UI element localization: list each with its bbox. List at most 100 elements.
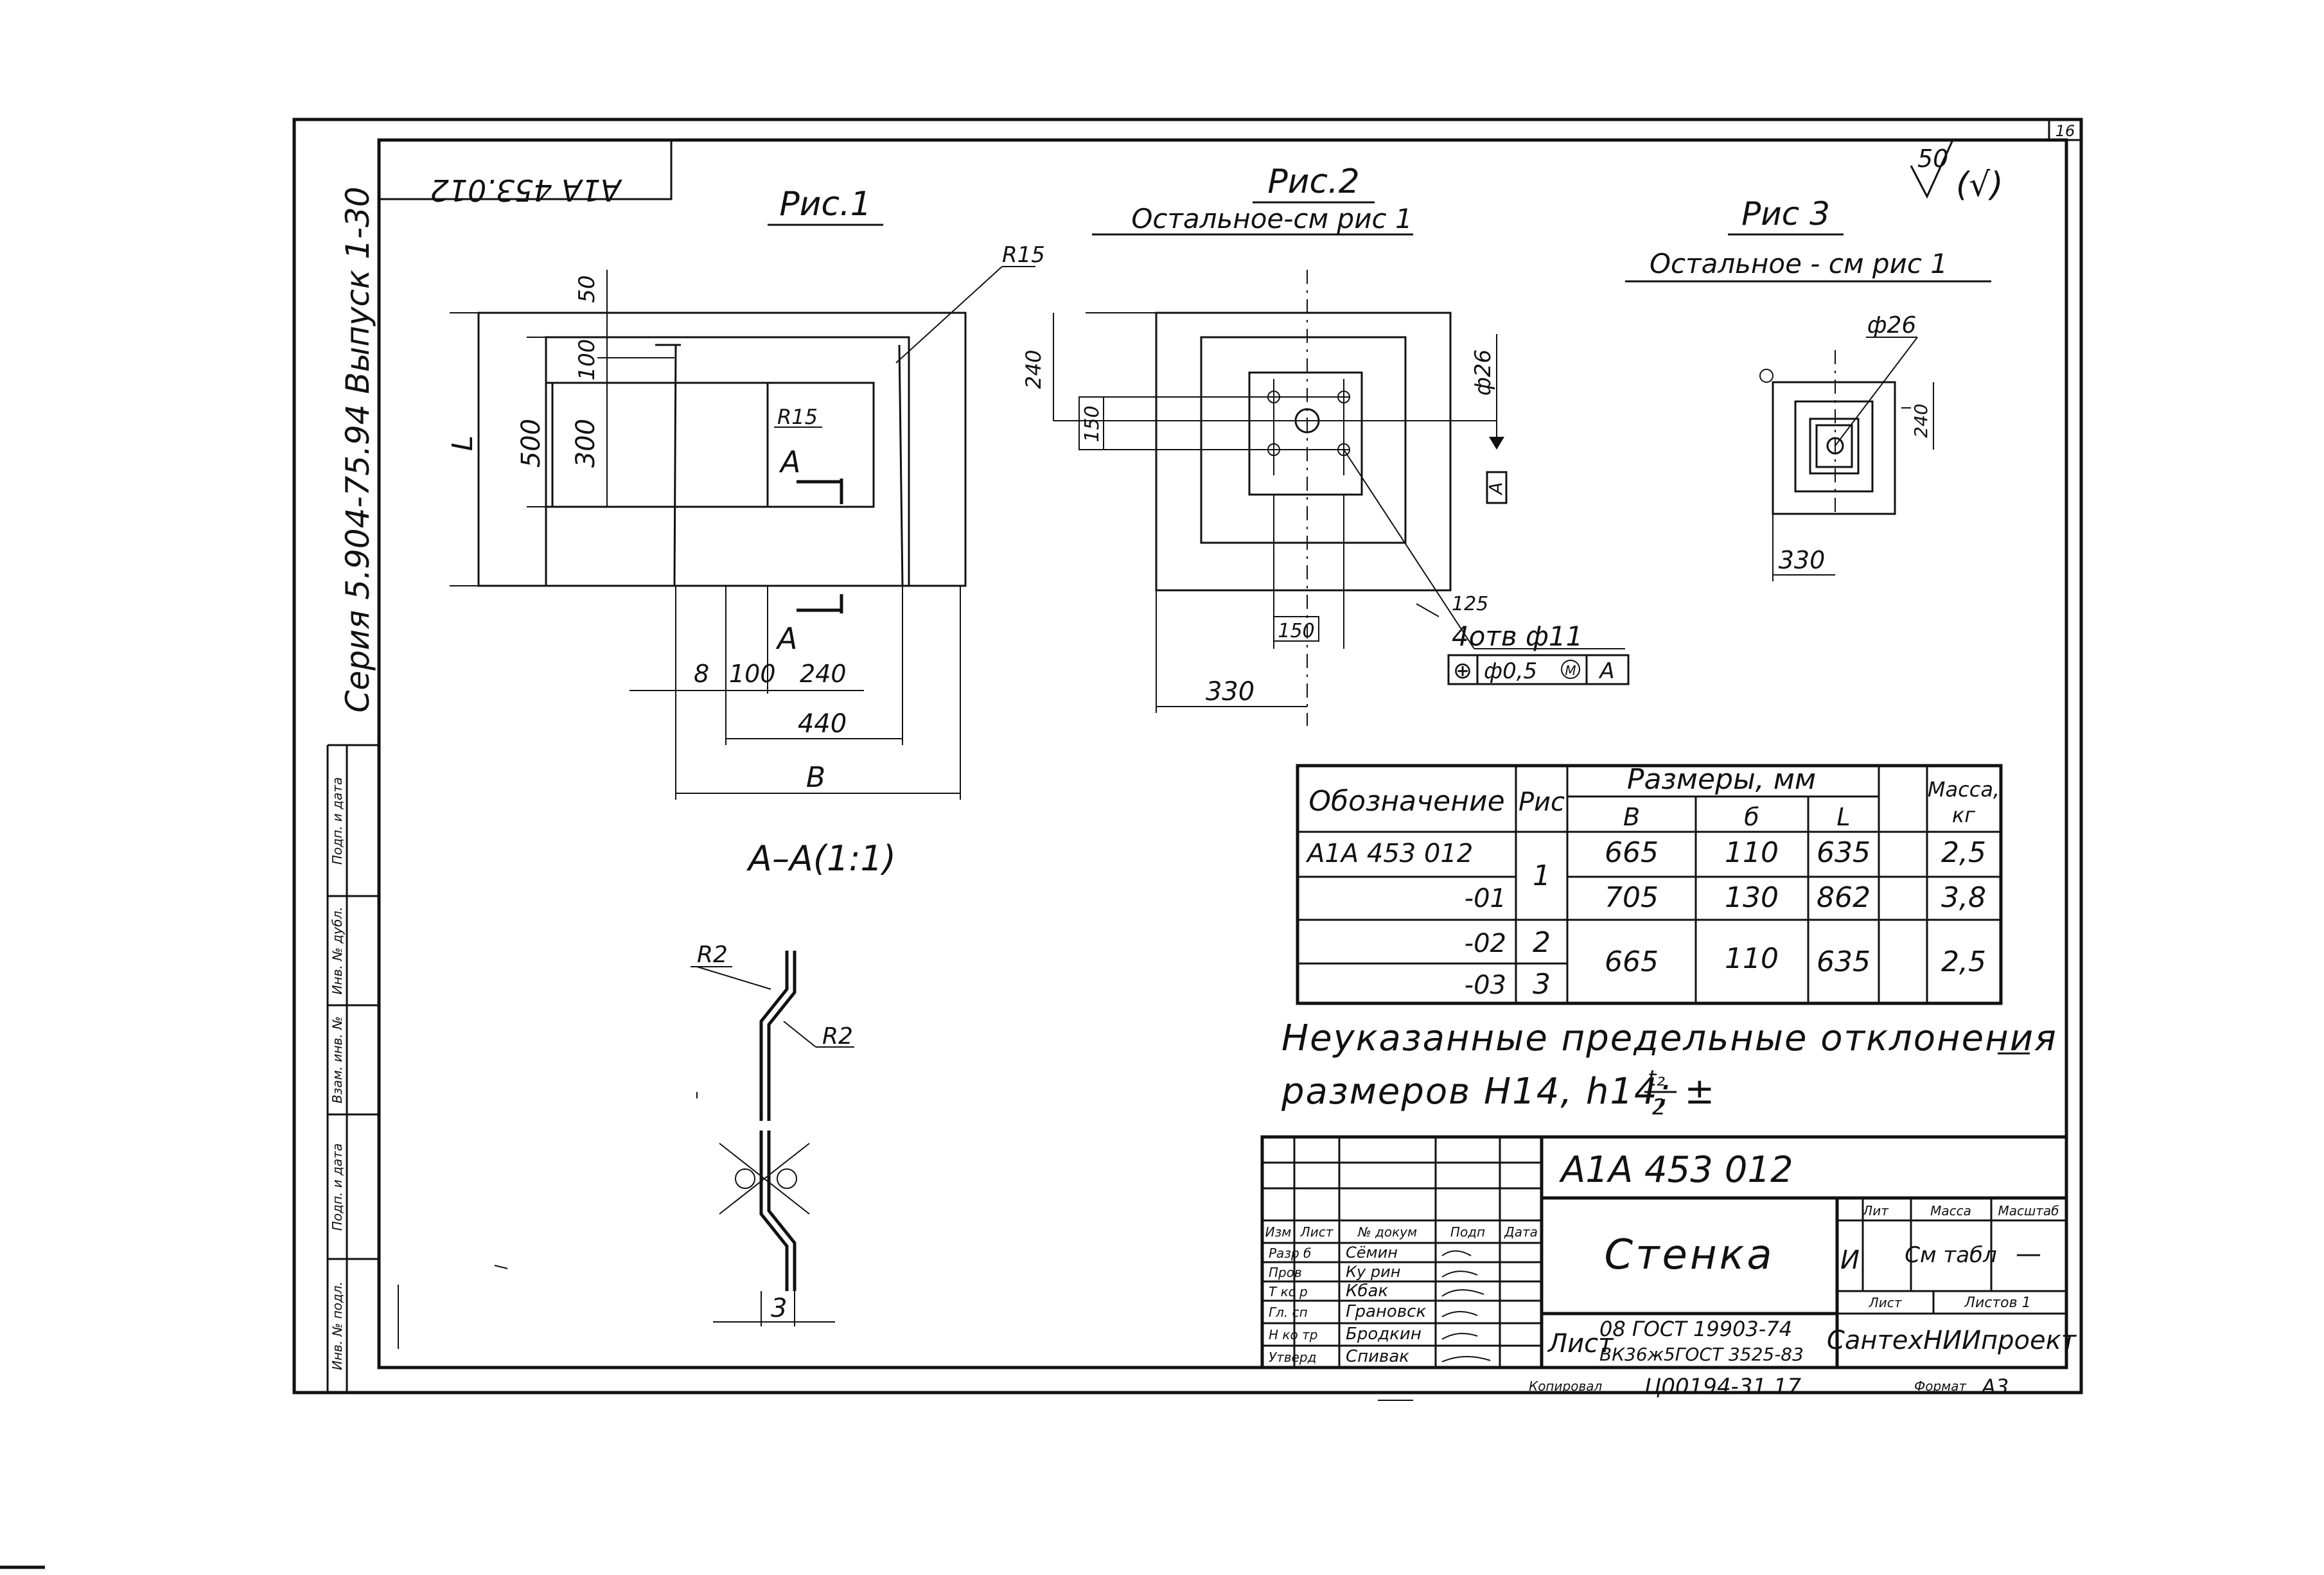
fig1-r15-outer: R15	[1002, 242, 1045, 268]
tb-name-4: Бродкин	[1346, 1324, 1422, 1344]
table-row-1-B: 705	[1605, 881, 1659, 914]
sheet-frame: 16	[292, 118, 2083, 1395]
fig2-holes: 4отв ф11	[1452, 620, 1583, 652]
surface-finish-icon	[1910, 139, 1954, 199]
table-header-mass-unit: кг	[1952, 803, 1975, 827]
tb-scale-label: Масштаб	[1998, 1203, 2059, 1219]
table-header-L: L	[1836, 803, 1850, 831]
fig2-tol-symbol: ⊕	[1453, 658, 1472, 684]
fig1-dim-8: 8	[694, 660, 709, 688]
tb-organization: СантехНИИпроект	[1827, 1326, 2077, 1355]
fig2: Рис.2 Остальное-см рис 1 240 150 ф26 A	[1021, 163, 1630, 726]
table-row-0-B: 665	[1605, 836, 1659, 869]
table-row-1-L: 862	[1817, 881, 1871, 914]
title-block: Изм Лист № докум Подп Дата Разр б Пров Т…	[1260, 1135, 2077, 1369]
tb-col-izm: Изм	[1265, 1224, 1292, 1240]
note-frac-den: 2	[1652, 1095, 1666, 1120]
tb-role-1: Пров	[1269, 1265, 1302, 1280]
tb-role-4: Н ко тр	[1269, 1327, 1317, 1342]
fig1: Рис.1 L 500 300 100 50 R15	[446, 185, 1045, 800]
tolerance-note: Неуказанные предельные отклонения размер…	[1281, 1017, 2057, 1120]
table-row-1-b: 130	[1725, 881, 1779, 914]
fig2-dim-150h: 150	[1278, 620, 1314, 642]
table-row-1-mass: 3,8	[1941, 881, 1986, 914]
table-row-0-designation: А1А 453 012	[1305, 839, 1473, 868]
fig3-subtitle: Остальное - см рис 1	[1650, 248, 1948, 279]
table-row-0-mass: 2,5	[1941, 836, 1986, 869]
fig3: Рис 3 Остальное - см рис 1 ф26 240 330	[1625, 195, 1991, 581]
fig1-r15-inner: R15	[777, 405, 818, 429]
format-value: А3	[1980, 1375, 2009, 1399]
table-header-b: б	[1744, 803, 1759, 831]
tb-mass-value: См табл	[1905, 1242, 1997, 1268]
section-r2-mid: R2	[822, 1023, 853, 1050]
fig2-dim-150v: 150	[1081, 405, 1104, 442]
side-col-5: Инв. № подл.	[330, 1281, 345, 1370]
param-table: Обозначение Рис Размеры, мм B б L Масса,…	[1296, 763, 2003, 1005]
tb-name-5: Спивак	[1346, 1347, 1409, 1366]
tb-col-sign: Подп	[1450, 1224, 1485, 1240]
section-dim-3: 3	[771, 1294, 787, 1323]
tb-list-label: Лист	[1547, 1329, 1614, 1359]
fig3-dim-330: 330	[1779, 546, 1826, 574]
fig1-dim-50: 50	[574, 275, 600, 303]
fig1-dim-300: 300	[571, 419, 601, 468]
section-title: А–А(1:1)	[746, 838, 896, 879]
tb-name-3: Грановск	[1346, 1302, 1426, 1321]
tb-scale-value: —	[2016, 1239, 2041, 1269]
page-number: 16	[2056, 122, 2075, 140]
tb-col-doc: № докум	[1357, 1224, 1417, 1240]
side-strip: Подп. и дата Инв. № дубл. Взам. инв. № П…	[326, 186, 379, 1393]
fig1-dim-L: L	[446, 436, 479, 452]
tb-mass-label: Масса	[1930, 1203, 1971, 1219]
table-row-1-designation: -01	[1465, 884, 1506, 913]
section-r2-top: R2	[697, 942, 728, 968]
fig1-dim-100: 100	[574, 339, 600, 381]
table-row-2-B: 665	[1605, 946, 1659, 978]
fig1-section-A-top: A	[779, 444, 800, 479]
tb-col-date: Дата	[1504, 1224, 1538, 1240]
tb-role-5: Утверд	[1269, 1350, 1316, 1365]
table-header-designation: Обозначение	[1308, 785, 1504, 818]
table-header-sizes: Размеры, мм	[1627, 763, 1816, 796]
tb-part-name: Стенка	[1604, 1231, 1774, 1279]
series-label: Серия 5.904-75.94 Выпуск 1-30	[339, 186, 376, 712]
fig1-dim-440: 440	[798, 709, 847, 739]
fig3-dim-26: ф26	[1867, 312, 1917, 339]
fig2-tol-mod: M	[1565, 663, 1576, 678]
fig2-title: Рис.2	[1267, 163, 1359, 201]
fig3-title: Рис 3	[1741, 195, 1830, 233]
tb-material-code-2: ВК36ж5ГОСТ 3525-83	[1599, 1344, 1804, 1365]
tb-name-1: Ку рин	[1346, 1263, 1400, 1281]
table-row-2-L: 635	[1817, 946, 1871, 978]
section-aa: А–А(1:1) R2 R2 3	[398, 838, 896, 1349]
table-row-2-mass: 2,5	[1941, 946, 1986, 978]
tb-role-3: Гл. сп	[1269, 1305, 1308, 1320]
fig2-dim-330: 330	[1206, 677, 1254, 707]
top-stamp-code: А1А 453.012	[430, 173, 622, 207]
tb-role-2: Т кс р	[1269, 1284, 1308, 1299]
fig1-dim-240: 240	[800, 660, 847, 688]
note-line1: Неуказанные предельные отклонения	[1281, 1017, 2057, 1059]
table-header-mass: Масса,	[1928, 777, 2000, 802]
copied-label: Копировал	[1529, 1378, 1602, 1394]
table-row-0-fig: 1	[1533, 859, 1551, 892]
fig1-dim-500: 500	[516, 419, 546, 468]
fig3-dim-240: 240	[1910, 403, 1932, 437]
fig2-tol-datum: A	[1598, 658, 1614, 684]
tb-role-0: Разр б	[1269, 1245, 1311, 1261]
table-row-0-b: 110	[1725, 836, 1779, 869]
fig1-title: Рис.1	[779, 185, 871, 224]
fig2-subtitle: Остальное-см рис 1	[1131, 203, 1412, 234]
tb-code: А1А 453 012	[1559, 1149, 1793, 1191]
side-col-3: Взам. инв. №	[330, 1016, 345, 1104]
table-header-fig: Рис	[1519, 788, 1565, 817]
fig2-datum: A	[1485, 482, 1506, 495]
table-row-3-designation: -03	[1465, 971, 1506, 1000]
fig1-dim-B: B	[806, 761, 825, 794]
side-col-4: Подп. и дата	[330, 1143, 345, 1231]
fig2-dim-125: 125	[1452, 593, 1488, 615]
fig1-section-A-bot: A	[775, 621, 797, 656]
table-row-3-fig: 3	[1533, 968, 1551, 1001]
